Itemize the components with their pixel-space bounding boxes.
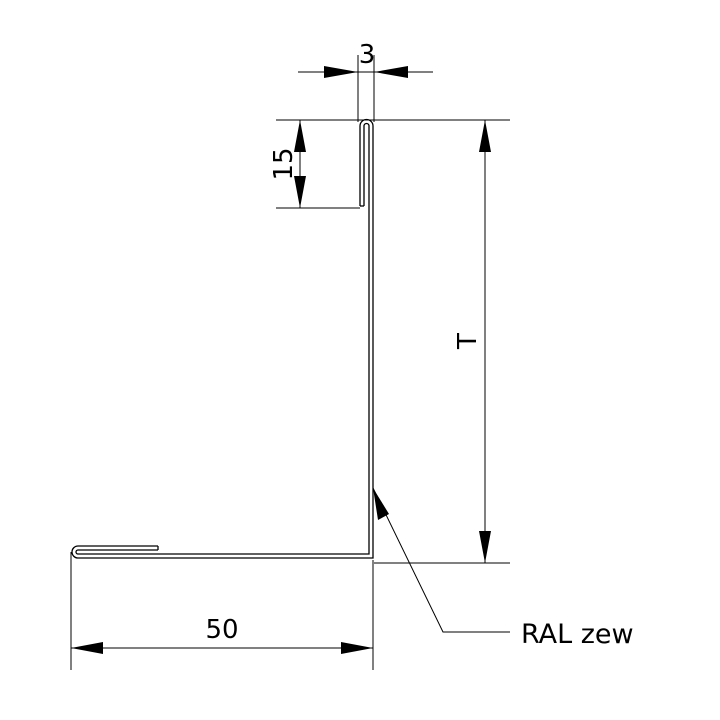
dim-height-arrow-bottom (479, 531, 491, 563)
leader-line (372, 487, 510, 633)
dim-width-label: 50 (205, 615, 238, 645)
profile-inner-edge (75, 122, 370, 555)
dim-width-arrow-left (71, 642, 103, 654)
dim-height-arrow-top (479, 120, 491, 152)
dim-hem-height: 15 (269, 119, 366, 209)
dim-thickness: 3 (298, 40, 433, 122)
dim-hem-label: 15 (269, 147, 299, 180)
callout-leader: RAL zew (372, 487, 634, 650)
dim-thickness-arrow-left (324, 66, 358, 78)
dim-thickness-arrow-right (374, 66, 408, 78)
dim-hem-arrow-top (294, 120, 306, 152)
leader-arrow (373, 488, 389, 520)
dim-height-label: T (453, 333, 483, 350)
callout-label: RAL zew (521, 619, 634, 650)
sheet-profile (71, 118, 374, 559)
dim-thickness-label: 3 (359, 40, 376, 70)
dim-width-arrow-right (341, 642, 373, 654)
dim-base-width: 50 (70, 552, 374, 670)
dim-hem-arrow-bottom (294, 176, 306, 208)
dim-height: T (366, 119, 510, 564)
profile-outer-edge (71, 118, 374, 559)
